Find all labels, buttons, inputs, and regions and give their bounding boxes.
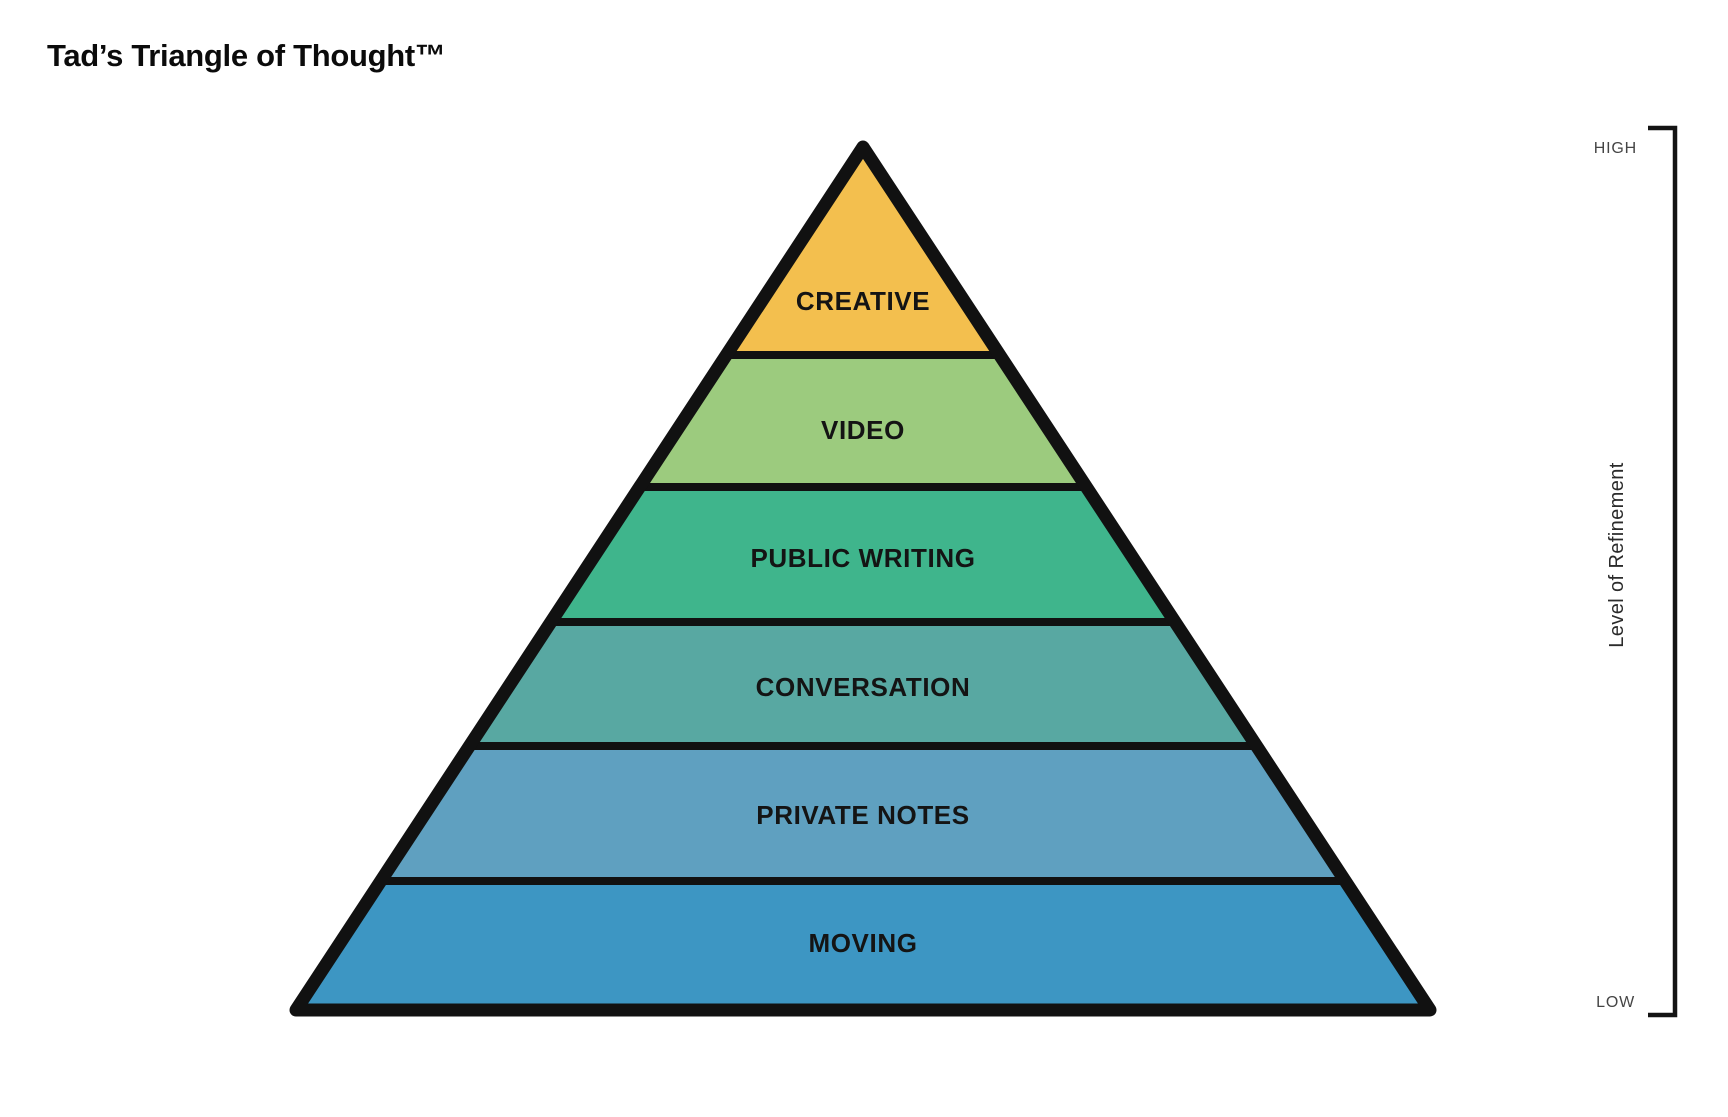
band-label-public-writing: PUBLIC WRITING <box>750 543 975 573</box>
band-creative <box>722 143 1004 359</box>
axis-low-label: LOW <box>1596 994 1635 1011</box>
refinement-axis: HIGH LOW Level of Refinement <box>1594 125 1678 1018</box>
refinement-axis-bracket <box>1648 125 1678 1018</box>
band-label-conversation: CONVERSATION <box>756 672 971 702</box>
band-label-moving: MOVING <box>808 928 917 958</box>
axis-title: Level of Refinement <box>1606 462 1628 648</box>
pyramid-labels: CREATIVE VIDEO PUBLIC WRITING CONVERSATI… <box>750 286 975 958</box>
axis-high-label: HIGH <box>1594 140 1637 157</box>
pyramid <box>289 140 1437 1017</box>
band-label-video: VIDEO <box>821 415 905 445</box>
pyramid-outline <box>289 140 1437 1017</box>
band-label-private-notes: PRIVATE NOTES <box>756 800 969 830</box>
band-label-creative: CREATIVE <box>796 286 930 316</box>
page-title: Tad’s Triangle of Thought™ <box>47 38 446 73</box>
